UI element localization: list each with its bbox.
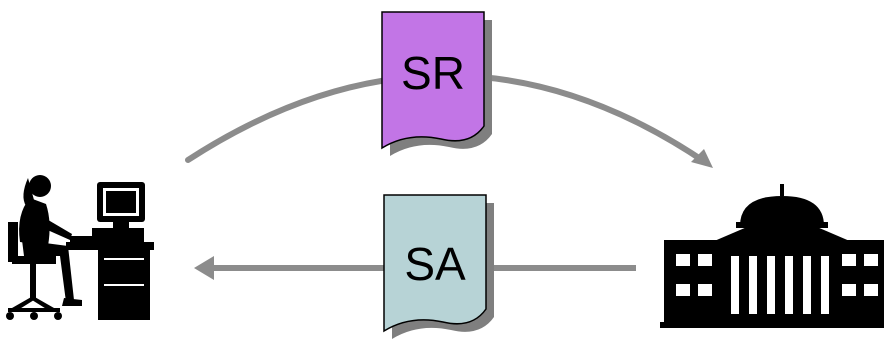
- request-document-body: [381, 11, 485, 150]
- answer-document-body: [383, 194, 487, 333]
- request-document-label: SR: [401, 47, 465, 99]
- institution-building-icon: [660, 184, 884, 328]
- person-at-computer-icon: [6, 175, 154, 320]
- answer-document: SA: [383, 194, 494, 339]
- request-document: SR: [381, 11, 492, 156]
- request-arrowhead-icon: [691, 149, 713, 168]
- answer-document-label: SA: [404, 238, 466, 290]
- answer-arrowhead-icon: [194, 256, 214, 280]
